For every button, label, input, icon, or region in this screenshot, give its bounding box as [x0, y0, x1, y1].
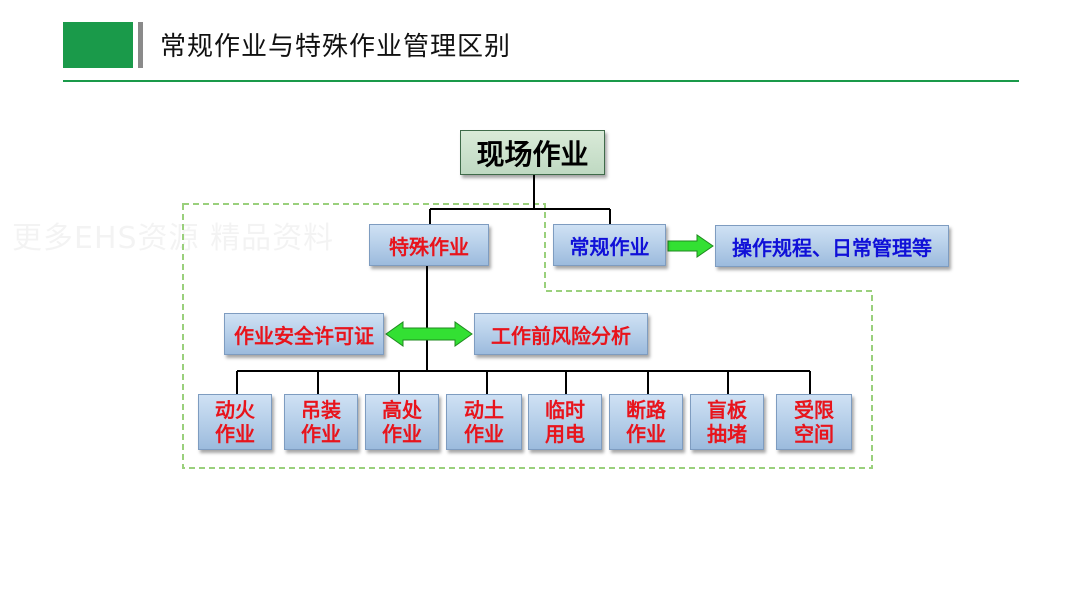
header-rule	[63, 80, 1019, 82]
leaf-node: 断路 作业	[609, 394, 683, 450]
leaf-line-1: 断路	[626, 398, 666, 422]
leaf-line-2: 作业	[464, 422, 504, 446]
leaf-line-2: 抽堵	[707, 422, 747, 446]
leaf-line-1: 高处	[382, 398, 422, 422]
root-node: 现场作业	[460, 130, 605, 175]
routine-detail-node: 操作规程、日常管理等	[715, 225, 949, 267]
leaf-node: 受限 空间	[776, 394, 852, 450]
watermark-text: 更多EHS资源 精品资料	[12, 213, 334, 257]
routine-node: 常规作业	[553, 224, 666, 266]
leaf-line-1: 临时	[545, 398, 585, 422]
leaf-line-1: 动火	[215, 398, 255, 422]
leaf-line-2: 作业	[382, 422, 422, 446]
leaf-node: 临时 用电	[528, 394, 602, 450]
risk-node: 工作前风险分析	[474, 313, 648, 355]
leaf-node: 盲板 抽堵	[690, 394, 764, 450]
leaf-line-1: 盲板	[707, 398, 747, 422]
leaf-node: 动火 作业	[198, 394, 272, 450]
routine-arrow	[667, 234, 714, 258]
leaf-line-1: 动土	[464, 398, 504, 422]
leaf-line-2: 空间	[794, 422, 834, 446]
leaf-node: 高处 作业	[365, 394, 439, 450]
header-divider-bar	[138, 22, 143, 68]
leaf-line-2: 作业	[626, 422, 666, 446]
leaf-node: 吊装 作业	[284, 394, 358, 450]
special-node: 特殊作业	[369, 224, 489, 266]
leaf-line-2: 作业	[301, 422, 341, 446]
leaf-line-2: 用电	[545, 422, 585, 446]
leaf-node: 动土 作业	[446, 394, 522, 450]
page-title: 常规作业与特殊作业管理区别	[160, 32, 512, 62]
leaf-line-1: 受限	[794, 398, 834, 422]
leaf-line-2: 作业	[215, 422, 255, 446]
double-arrow	[385, 321, 473, 347]
leaf-line-1: 吊装	[301, 398, 341, 422]
permit-node: 作业安全许可证	[224, 313, 384, 355]
special-group-outline	[182, 203, 873, 469]
header-accent-block	[63, 22, 133, 68]
